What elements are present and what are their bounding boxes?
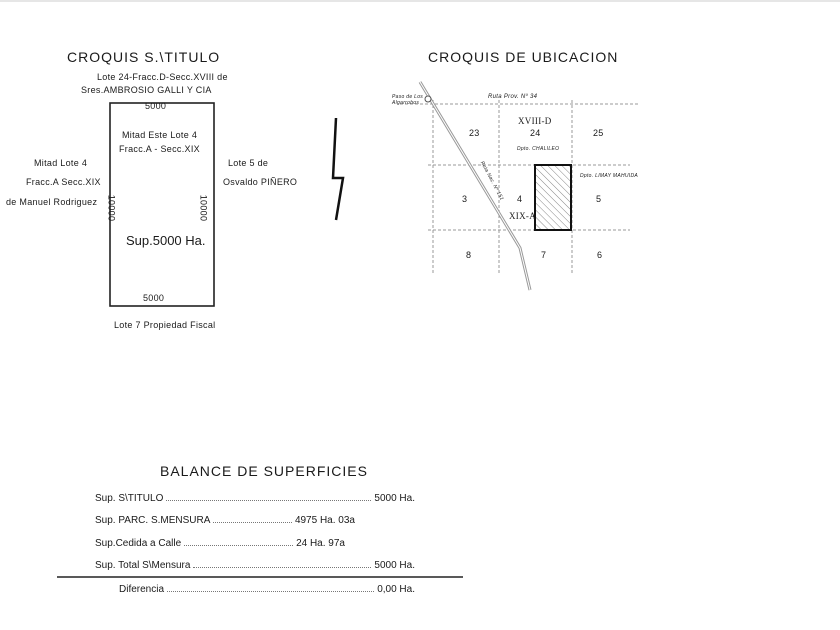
- lot-number: 24: [530, 128, 541, 138]
- dept-limay-label: Dpto. LIMAY MAHUIDA: [580, 173, 639, 179]
- road-top-label: Ruta Prov. Nº 34: [488, 94, 538, 100]
- area-label: Sup.5000 Ha.: [126, 233, 206, 248]
- west-neighbor-line2: Fracc.A Secc.XIX: [26, 177, 101, 187]
- section-bottom-label: XIX-A: [509, 211, 536, 221]
- balance-row-value: 24 Ha. 97a: [296, 538, 345, 549]
- dept-chalileo-label: Dpto. CHALILEO: [517, 146, 560, 152]
- balance-row: Sup.Cedida a Calle 24 Ha. 97a: [95, 538, 345, 549]
- difference-value: 0,00 Ha.: [377, 584, 415, 595]
- west-neighbor-line3: de Manuel Rodriguez: [6, 197, 98, 207]
- top-dimension: 5000: [145, 101, 167, 111]
- lot-number: 7: [541, 250, 547, 260]
- parcel-outline: [109, 102, 215, 307]
- balance-difference: Diferencia 0,00 Ha.: [119, 584, 415, 595]
- lot-number: 6: [597, 250, 603, 260]
- north-neighbor-line1: Lote 24-Fracc.D-Secc.XVIII de: [97, 72, 228, 82]
- inner-line2: Fracc.A - Secc.XIX: [119, 144, 200, 154]
- balance-row-label: Sup. Total S\Mensura: [95, 560, 191, 571]
- balance-row: Sup. S\TITULO 5000 Ha.: [95, 493, 415, 504]
- north-arrow-icon: [331, 117, 345, 221]
- croquis-ubicacion-title: CROQUIS DE UBICACION: [428, 49, 619, 65]
- croquis-titulo-title: CROQUIS S.\TITULO: [67, 49, 221, 65]
- balance-row-value: 5000 Ha.: [374, 493, 415, 504]
- west-neighbor-line1: Mitad Lote 4: [34, 158, 88, 168]
- bottom-dimension: 5000: [143, 293, 165, 303]
- north-neighbor-line2: Sres.AMBROSIO GALLI Y CIA: [81, 85, 212, 95]
- difference-label: Diferencia: [119, 584, 165, 595]
- lot-number: 5: [596, 194, 602, 204]
- balance-row-value: 4975 Ha. 03a: [294, 515, 355, 526]
- right-dimension: 10000: [198, 194, 209, 222]
- balance-row: Sup. PARC. S.MENSURA 4975 Ha. 03a: [95, 515, 355, 526]
- road-national: [418, 81, 532, 291]
- lot-number: 25: [593, 128, 604, 138]
- lot-number: 3: [462, 194, 468, 204]
- parcel-location: [534, 164, 572, 231]
- east-neighbor-line1: Lote 5 de: [228, 158, 269, 168]
- place-label: Paso de Los Algarrobos: [392, 94, 424, 106]
- east-neighbor-line2: Osvaldo PIÑERO: [223, 177, 298, 187]
- lot-number: 23: [469, 128, 480, 138]
- section-top-label: XVIII-D: [518, 116, 552, 126]
- inner-line1: Mitad Este Lote 4: [122, 130, 198, 140]
- balance-row-label: Sup.Cedida a Calle: [95, 538, 182, 549]
- balance-row-label: Sup. PARC. S.MENSURA: [95, 515, 211, 526]
- lot-number: 8: [466, 250, 472, 260]
- balance-row-label: Sup. S\TITULO: [95, 493, 164, 504]
- left-dimension: 10000: [106, 194, 117, 222]
- balance-title: BALANCE DE SUPERFICIES: [160, 463, 368, 479]
- south-neighbor: Lote 7 Propiedad Fiscal: [114, 320, 216, 330]
- balance-row: Sup. Total S\Mensura 5000 Ha.: [95, 560, 415, 571]
- lot-number: 4: [517, 194, 523, 204]
- balance-row-value: 5000 Ha.: [374, 560, 415, 571]
